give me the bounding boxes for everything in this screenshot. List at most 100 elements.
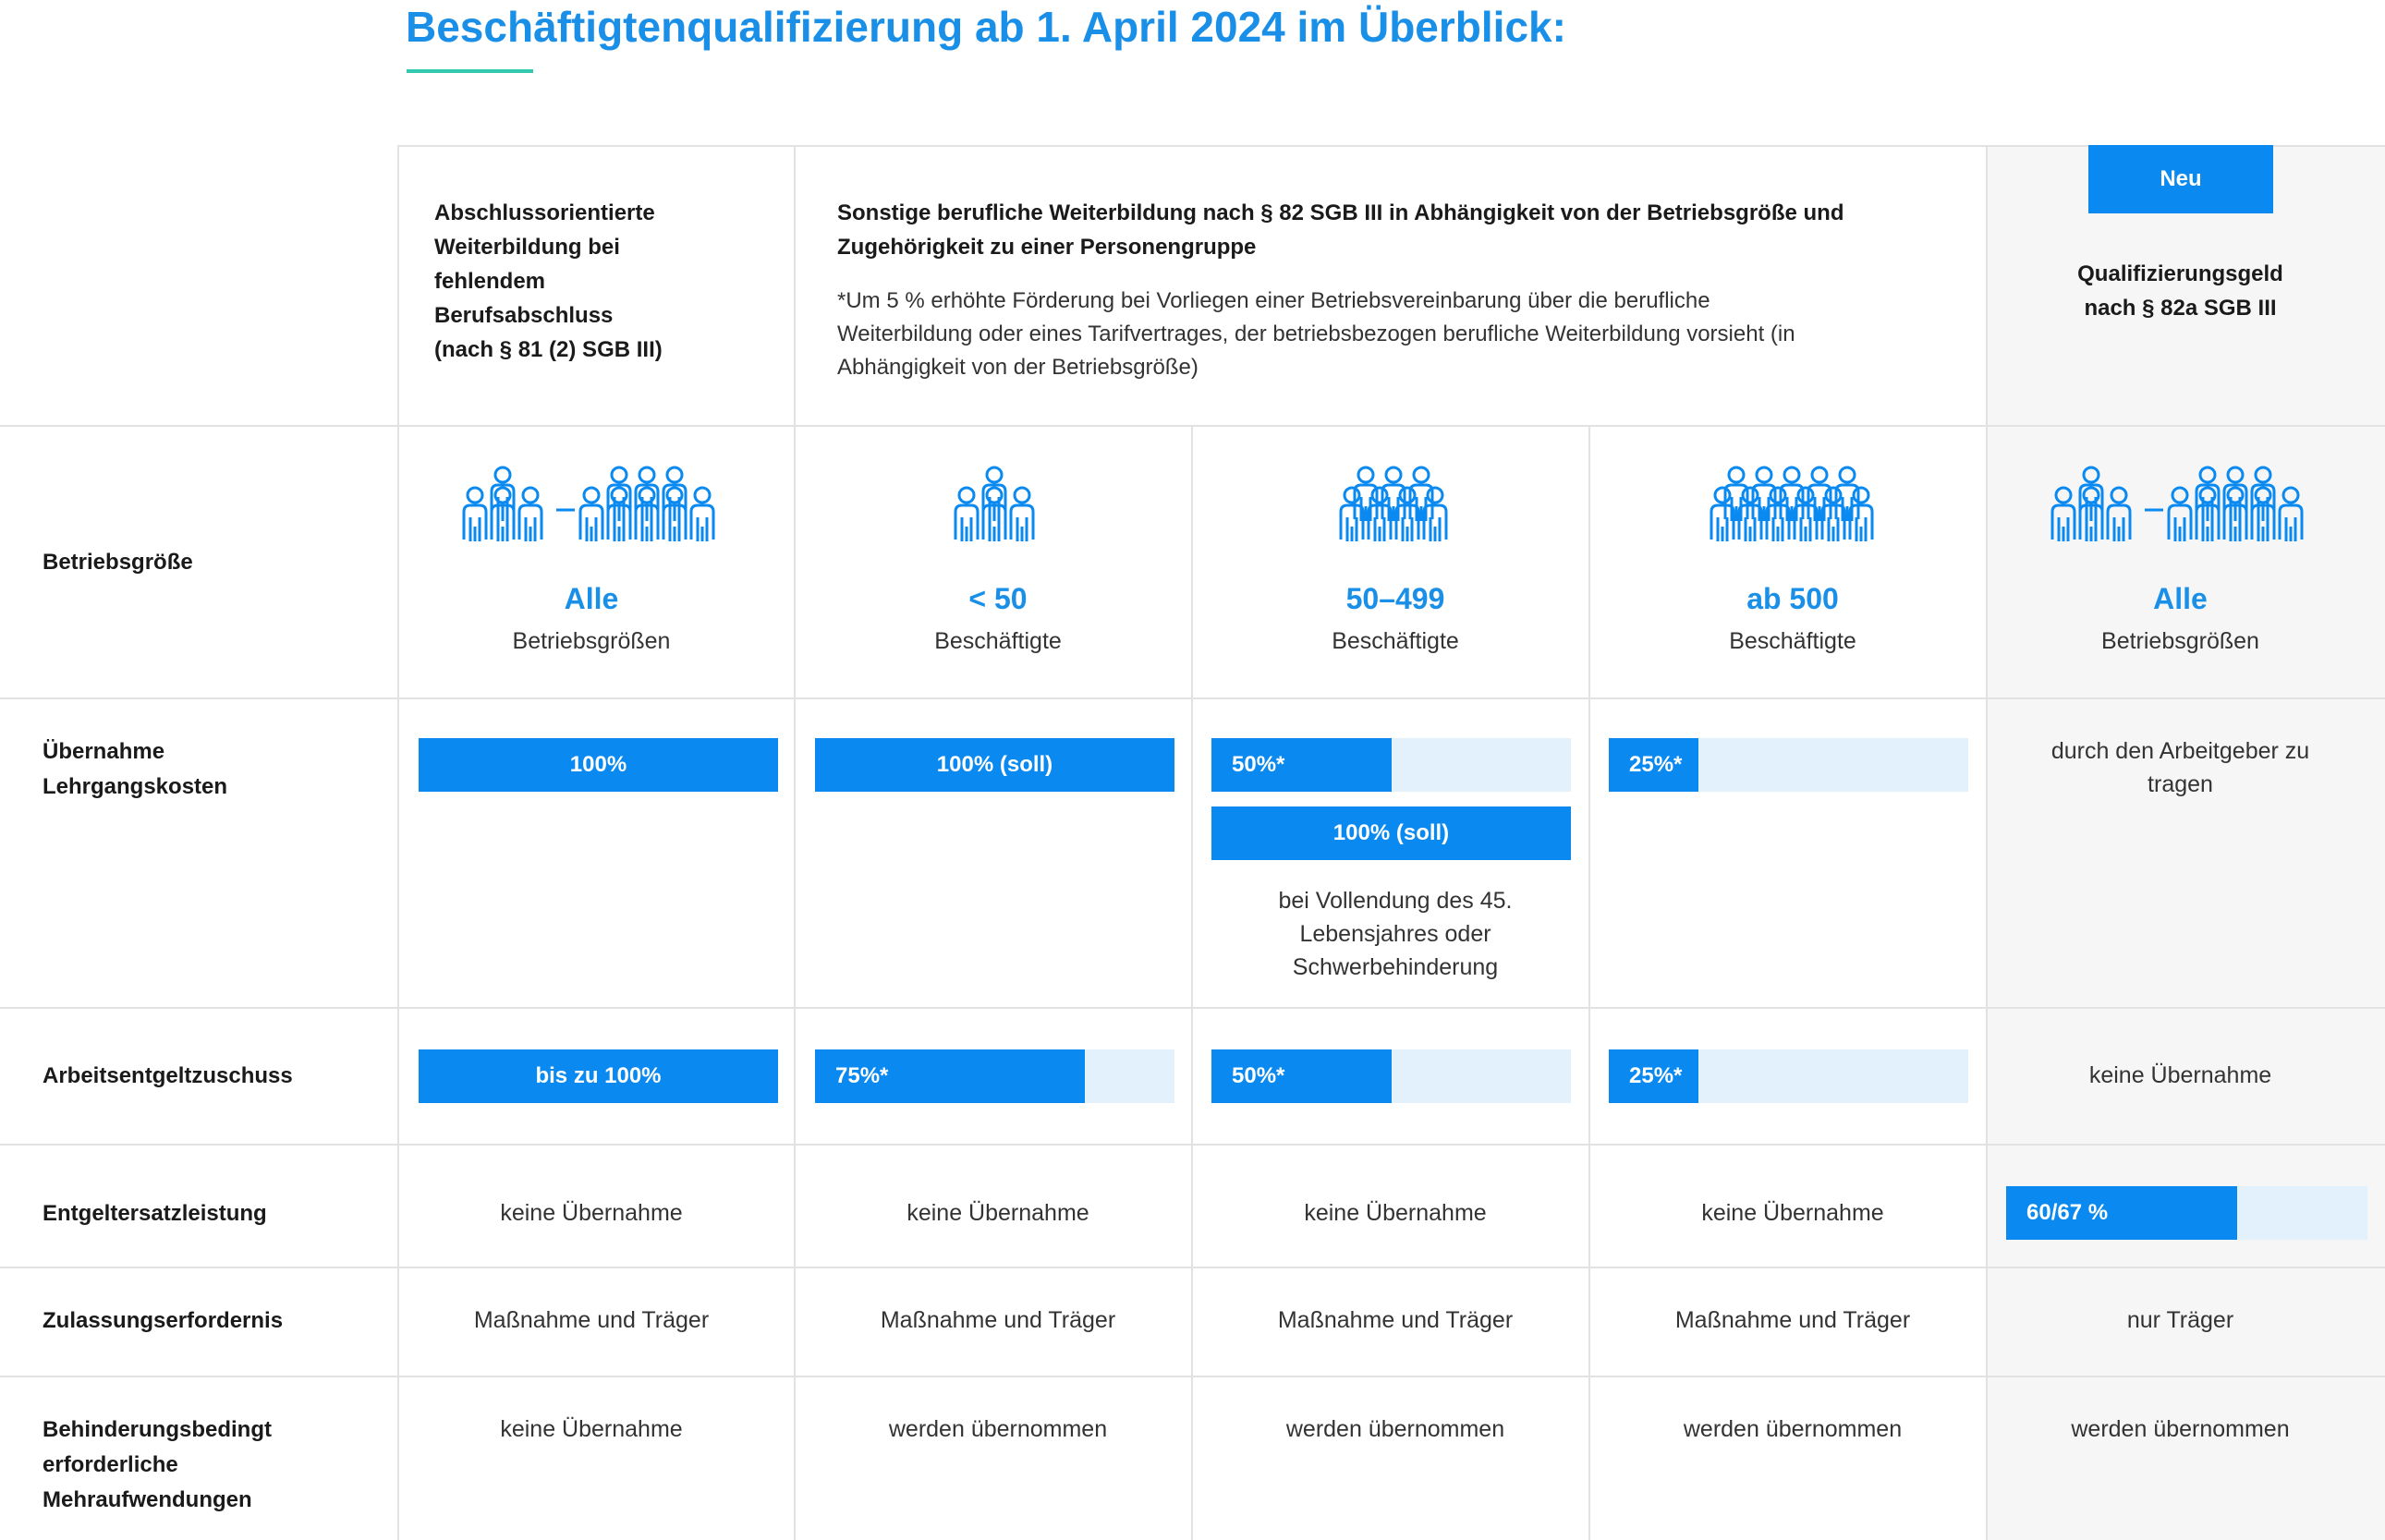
note-line: Schwerbehinderung: [1292, 954, 1499, 980]
row-label-arbeitsentgelt: Arbeitsentgeltzuschuss: [43, 1063, 293, 1088]
row-label-entgeltersatz: Entgeltersatzleistung: [43, 1201, 267, 1226]
betriebsgroesse-value: ab 500: [1746, 582, 1839, 615]
person-figure: [2078, 466, 2104, 521]
person-figure: [1422, 486, 1448, 541]
zulassung-cell: Maßnahme und Träger: [880, 1307, 1116, 1333]
behinderung-cell: werden übernommen: [1285, 1416, 1505, 1442]
person-figure: [606, 486, 632, 541]
entgeltersatz-cell: keine Übernahme: [1701, 1200, 1884, 1226]
person-figure: [2278, 486, 2304, 541]
person-figure: [606, 466, 632, 521]
people-svg: [1339, 466, 1448, 541]
bar-fill: 60/67 %: [2006, 1186, 2238, 1240]
behinderung-cell: werden übernommen: [2071, 1416, 2290, 1442]
person-figure: [517, 486, 543, 541]
people-svg: [1710, 466, 1874, 541]
person-figure: [1009, 486, 1035, 541]
people-range-icon: [460, 464, 728, 556]
lehrgangskosten-col5-text: durch den Arbeitgeber zu tragen: [1987, 734, 2374, 801]
lehrgangskosten-bar: 50%*: [1211, 738, 1571, 792]
text-line: tragen: [2148, 771, 2213, 797]
lehrgangskosten-note: bei Vollendung des 45. Lebensjahres oder…: [1192, 884, 1599, 984]
header-line: Weiterbildung bei: [434, 235, 620, 260]
betriebsgroesse-unit: Betriebsgrößen: [512, 628, 671, 654]
behinderung-cell: keine Übernahme: [500, 1416, 683, 1442]
label-line: Behinderungsbedingt: [43, 1417, 272, 1442]
entgeltersatz-cell: keine Übernahme: [1304, 1200, 1487, 1226]
qualifizierungsgeld-column-shade: [1987, 145, 2385, 1540]
person-figure: [1848, 486, 1874, 541]
betriebsgroesse-unit: Betriebsgrößen: [2101, 628, 2259, 654]
neu-badge: Neu: [2088, 145, 2273, 213]
person-figure: [2250, 486, 2276, 541]
footnote-line: Weiterbildung oder eines Tarifvertrages,…: [837, 321, 1795, 346]
person-figure: [2195, 466, 2221, 521]
bar-fill: 50%*: [1211, 1049, 1392, 1103]
betriebsgroesse-value: Alle: [564, 582, 619, 615]
entgeltersatz-bar: 60/67 %: [2006, 1186, 2367, 1240]
person-figure: [2250, 466, 2276, 521]
text-line: durch den Arbeitgeber zu: [2050, 738, 2310, 764]
betriebsgroesse-unit: Beschäftigte: [1332, 628, 1459, 654]
zulassung-cell: nur Träger: [2126, 1307, 2234, 1333]
bar-fill: 100% (soll): [815, 738, 1174, 792]
header-line: fehlendem: [434, 269, 546, 294]
person-figure: [490, 486, 516, 541]
person-figure: [1339, 486, 1365, 541]
bar-fill: 25%*: [1609, 1049, 1699, 1103]
person-figure: [2167, 486, 2193, 541]
person-figure: [1793, 486, 1819, 541]
person-figure: [1820, 486, 1846, 541]
label-line: erforderliche: [43, 1452, 178, 1477]
header-line: Sonstige berufliche Weiterbildung nach §…: [837, 200, 1844, 225]
zulassung-cell: Maßnahme und Träger: [1277, 1307, 1514, 1333]
row-label-behinderung: Behinderungsbedingt erforderliche Mehrau…: [43, 1413, 272, 1518]
person-figure: [1765, 486, 1791, 541]
person-figure: [2222, 466, 2248, 521]
header-line: Abschlussorientierte: [434, 200, 655, 225]
person-figure: [981, 466, 1007, 521]
person-figure: [662, 486, 688, 541]
entgeltersatz-cell: keine Übernahme: [907, 1200, 1089, 1226]
person-figure: [689, 486, 715, 541]
grid-line: [1986, 145, 1988, 1540]
label-line: Übernahme: [43, 739, 165, 764]
people-svg: [462, 466, 715, 541]
label-line: Mehraufwendungen: [43, 1487, 252, 1512]
grid-line: [794, 145, 796, 1540]
person-figure: [981, 486, 1007, 541]
lehrgangskosten-bar: 25%*: [1609, 738, 1968, 792]
bar-fill: 25%*: [1609, 738, 1699, 792]
people-svg: [954, 466, 1035, 541]
header-line: Zugehörigkeit zu einer Personengruppe: [837, 235, 1257, 260]
people-range-icon: [2049, 464, 2317, 556]
behinderung-cell: werden übernommen: [1683, 1416, 1903, 1442]
person-figure: [1394, 486, 1420, 541]
person-figure: [1710, 486, 1735, 541]
header-line: (nach § 81 (2) SGB III): [434, 337, 663, 362]
people-svg: [2050, 466, 2304, 541]
grid-line: [1588, 425, 1590, 1540]
page-title: Beschäftigtenqualifizierung ab 1. April …: [406, 3, 1566, 51]
grid-line: [1191, 425, 1193, 1540]
person-figure: [2195, 486, 2221, 541]
header-line: Berufsabschluss: [434, 303, 614, 328]
person-figure: [2050, 486, 2076, 541]
footnote-line: Abhängigkeit von der Betriebsgröße): [837, 355, 1199, 380]
bar-fill: 100%: [419, 738, 778, 792]
note-line: bei Vollendung des 45.: [1278, 888, 1513, 914]
row-label-lehrgangskosten: Übernahme Lehrgangskosten: [43, 734, 227, 805]
person-figure: [634, 486, 660, 541]
header-qualifizierungsgeld: Qualifizierungsgeld nach § 82a SGB III: [1987, 257, 2374, 325]
person-figure: [2106, 486, 2132, 541]
lehrgangskosten-bar: 100%: [419, 738, 778, 792]
bar-fill: 100% (soll): [1211, 806, 1571, 860]
people-medium-group-icon: [1337, 464, 1462, 556]
person-figure: [634, 466, 660, 521]
betriebsgroesse-unit: Beschäftigte: [934, 628, 1062, 654]
arbeitsentgelt-bar: 25%*: [1609, 1049, 1968, 1103]
person-figure: [1367, 486, 1393, 541]
grid-line: [397, 145, 2385, 147]
arbeitsentgelt-bar: bis zu 100%: [419, 1049, 778, 1103]
row-label-zulassung: Zulassungserfordernis: [43, 1308, 284, 1333]
